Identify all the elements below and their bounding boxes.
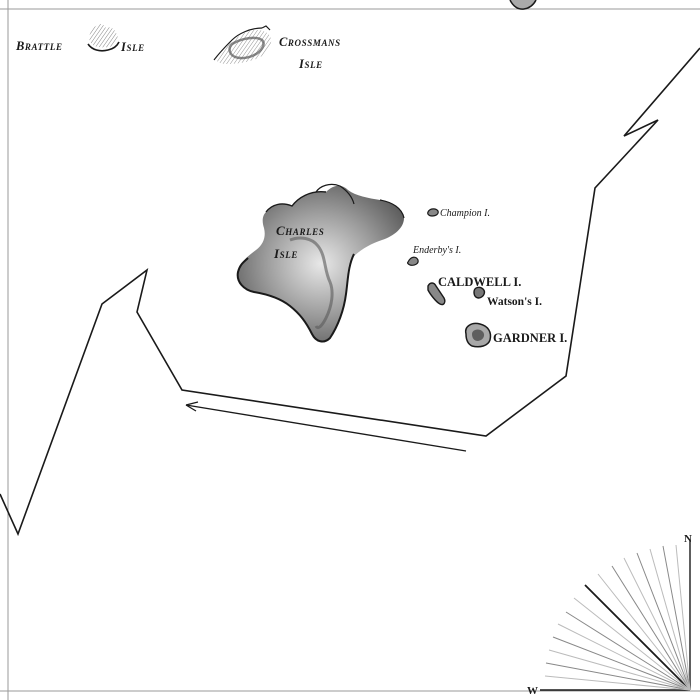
caldwell-island: [427, 282, 446, 306]
compass-rose: [540, 540, 691, 691]
compass-w-label: W: [527, 685, 538, 697]
track-left: [0, 47, 700, 537]
label-crossmans-isle: Isle: [298, 57, 323, 71]
compass-n-label: N: [684, 533, 692, 545]
label-watson: Watson's I.: [487, 296, 542, 308]
enderby-island: [407, 256, 419, 266]
brattle-isle: [87, 23, 120, 52]
label-champion: Champion I.: [440, 208, 490, 219]
course-arrow: [185, 401, 467, 452]
label-charles-isle: Isle: [273, 246, 298, 261]
label-enderby: Enderby's I.: [412, 245, 461, 256]
label-crossmans: Crossmans: [279, 35, 341, 49]
island-top-edge: [509, 0, 537, 10]
champion-island: [427, 208, 439, 217]
crossmans-isle: [213, 25, 272, 65]
label-brattle-isle: Isle: [120, 40, 145, 54]
gardner-island: [464, 322, 492, 348]
watson-island: [473, 286, 486, 299]
charles-isle: [236, 183, 405, 343]
label-gardner: GARDNER I.: [493, 331, 567, 345]
label-caldwell: CALDWELL I.: [438, 275, 521, 289]
ship-track: [0, 47, 700, 537]
label-brattle: Brattle: [15, 39, 63, 53]
label-charles: Charles: [276, 223, 324, 238]
